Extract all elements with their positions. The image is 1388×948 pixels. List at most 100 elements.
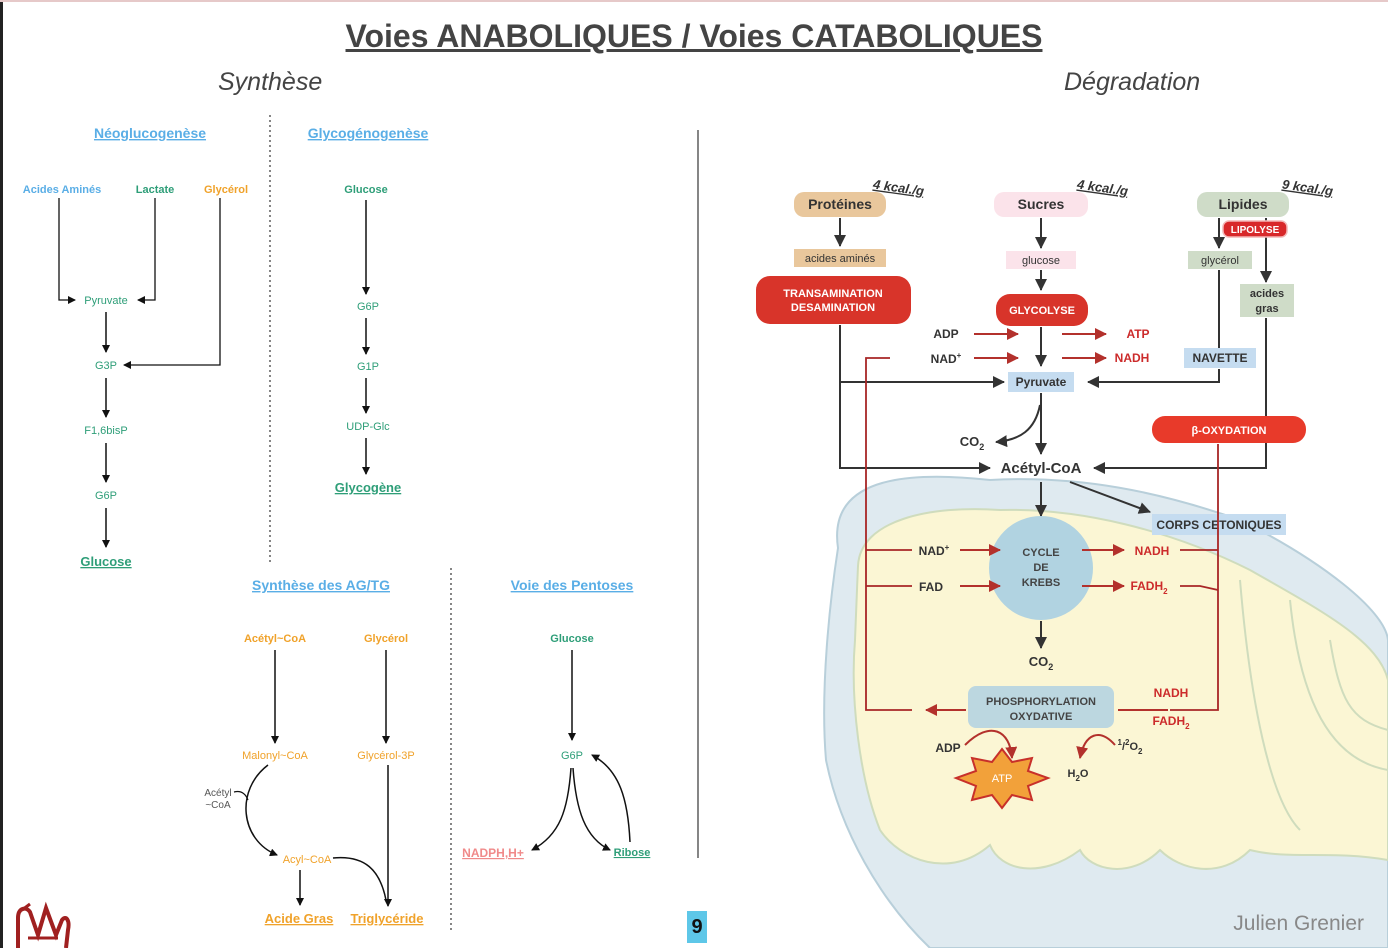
slide-title: Voies ANABOLIQUES / Voies CATABOLIQUES xyxy=(345,18,1043,54)
badge-transamination xyxy=(756,276,911,324)
ag-heading: Synthèse des AG/TG xyxy=(252,577,390,593)
arrow-ribose-g6p xyxy=(591,754,631,843)
label-adp: ADP xyxy=(933,327,958,341)
arrow-aa-pyruvate xyxy=(58,198,76,304)
neo-g6p: G6P xyxy=(95,490,117,502)
author-name: Julien Grenier xyxy=(1233,912,1364,935)
kcal-lipides: 9 kcal./g xyxy=(1281,177,1334,199)
label-nadh: NADH xyxy=(1115,351,1150,365)
neo-glycerol: Glycérol xyxy=(204,184,248,196)
label-krebs-nad: NAD+ xyxy=(919,543,950,558)
neo-acides-amines: Acides Aminés xyxy=(23,184,101,196)
label-sucres: Sucres xyxy=(1018,196,1065,212)
box-phosphorylation xyxy=(968,686,1114,728)
box-proteines xyxy=(794,192,886,217)
pentoses-heading: Voie des Pentoses xyxy=(511,577,634,593)
glycogeno-g1p: G1P xyxy=(357,361,379,373)
ag-acide-gras: Acide Gras xyxy=(265,911,334,926)
badge-lipolyse xyxy=(1222,220,1288,238)
ag-acetyl-side-1: Acétyl xyxy=(204,788,231,799)
neo-lactate: Lactate xyxy=(136,184,175,196)
university-logo xyxy=(16,901,71,948)
arrow-beta-acetylcoa xyxy=(1093,443,1267,474)
label-krebs-nadh: NADH xyxy=(1135,544,1170,558)
label-h2o: H2O xyxy=(1068,768,1089,783)
kcal-sucres: 4 kcal./g xyxy=(1075,176,1129,198)
label-de: DE xyxy=(1033,562,1048,574)
label-phospho-adp: ADP xyxy=(935,741,960,755)
label-beta-oxydation: β-OXYDATION xyxy=(1192,425,1267,437)
label-phospho-atp: ATP xyxy=(992,773,1013,785)
neo-pyruvate: Pyruvate xyxy=(84,295,127,307)
arrow-pyruvate-co2 xyxy=(995,404,1041,448)
arrow-navette-pyruvate xyxy=(1087,369,1220,388)
arrow-acyl-tg xyxy=(332,856,387,901)
label-acetyl-coa: Acétyl-CoA xyxy=(1001,460,1082,477)
page-number: 9 xyxy=(687,911,707,943)
box-sucres xyxy=(994,192,1088,217)
ag-acetyl-side-2: ~CoA xyxy=(205,800,231,811)
label-phospho-nadh: NADH xyxy=(1154,686,1189,700)
label-glucose: glucose xyxy=(1022,255,1060,267)
label-corps-cetoniques: CORPS CETONIQUES xyxy=(1156,518,1281,532)
box-pyruvate xyxy=(1008,372,1074,392)
box-glycerol xyxy=(1188,251,1252,269)
ag-glycerol: Glycérol xyxy=(364,633,408,645)
label-lipides: Lipides xyxy=(1218,196,1267,212)
box-navette xyxy=(1184,348,1256,368)
label-phosphorylation: PHOSPHORYLATION xyxy=(986,696,1096,708)
mito-cristae xyxy=(1239,579,1388,831)
circle-krebs xyxy=(989,516,1093,620)
ag-triglyceride: Triglycéride xyxy=(351,911,424,926)
kcal-proteines: 4 kcal./g xyxy=(871,176,925,198)
glycogeno-glucose: Glucose xyxy=(344,184,387,196)
red-line-left-outer xyxy=(865,357,912,711)
neo-g3p: G3P xyxy=(95,360,117,372)
pentoses-glucose: Glucose xyxy=(550,633,593,645)
box-acides-gras xyxy=(1240,284,1294,317)
arrow-o2-h2o xyxy=(1076,734,1116,759)
box-corps-cetoniques xyxy=(1152,514,1286,535)
ag-glycerol-3p: Glycérol-3P xyxy=(357,750,414,762)
label-transamination: TRANSAMINATION xyxy=(783,288,882,300)
arrow-lactate-pyruvate xyxy=(137,198,156,304)
label-acides: acides xyxy=(1250,288,1284,300)
label-pyruvate: Pyruvate xyxy=(1016,375,1067,389)
label-o2: 1/2O2 xyxy=(1118,738,1144,756)
label-cycle: CYCLE xyxy=(1022,547,1059,559)
pentoses-ribose: Ribose xyxy=(614,847,651,859)
label-oxydative: OXYDATIVE xyxy=(1010,711,1073,723)
label-atp: ATP xyxy=(1126,327,1149,341)
label-desamination: DESAMINATION xyxy=(791,302,875,314)
arrow-acetylcoa-corps xyxy=(1069,481,1151,514)
glycogeno-heading: Glycogénogenèse xyxy=(308,125,429,141)
label-krebs: KREBS xyxy=(1022,577,1061,589)
label-proteines: Protéines xyxy=(808,196,872,212)
glycogeno-glycogene: Glycogène xyxy=(335,480,401,495)
neo-glucose: Glucose xyxy=(80,554,131,569)
arrow-g6p-nadph xyxy=(531,767,572,851)
kcal-prot-group: 4 kcal./g xyxy=(871,176,925,198)
label-acides-amines: acides aminés xyxy=(805,253,876,265)
neo-f16bisp: F1,6bisP xyxy=(84,425,127,437)
left-edge xyxy=(0,0,3,948)
red-line-fadh2-krebs xyxy=(1180,585,1219,591)
label-krebs-fadh2: FADH2 xyxy=(1130,579,1168,596)
box-lipides xyxy=(1197,192,1289,217)
label-gras: gras xyxy=(1255,303,1278,315)
arrow-adp-atp xyxy=(964,729,1018,759)
arrow-acetyl-side-input xyxy=(233,790,249,801)
ag-acyl-coa: Acyl~CoA xyxy=(283,854,332,866)
box-acides-amines xyxy=(794,249,886,267)
arrow-malonyl-acyl xyxy=(245,764,278,857)
glycogeno-udp-glc: UDP-Glc xyxy=(346,421,390,433)
label-co2-krebs: CO2 xyxy=(1029,654,1054,672)
neo-heading: Néoglucogenèse xyxy=(94,125,206,141)
label-co2-top: CO2 xyxy=(960,434,985,452)
red-line-right-outer xyxy=(1170,444,1219,711)
subtitle-synthese: Synthèse xyxy=(218,68,323,96)
label-krebs-fad: FAD xyxy=(919,580,943,594)
atp-starburst xyxy=(953,747,1051,810)
